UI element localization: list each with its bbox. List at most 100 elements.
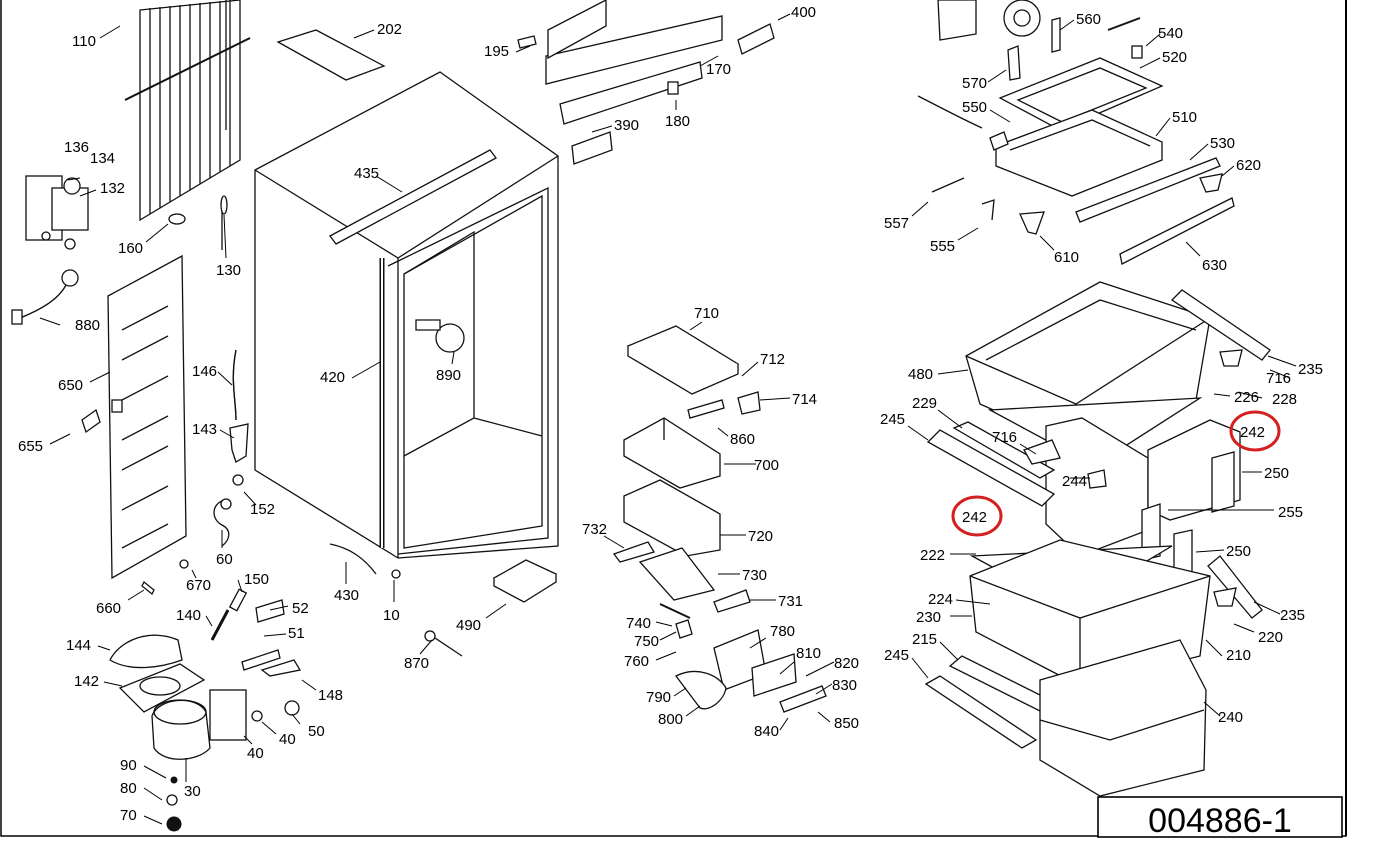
highlight-circle-242-bottom — [951, 495, 1003, 537]
part-label: 555 — [930, 238, 955, 255]
drip-tray-part — [109, 634, 206, 713]
part-label: 670 — [186, 577, 211, 594]
part-label: 50 — [308, 723, 325, 740]
cable-part — [213, 498, 232, 547]
part-label: 620 — [1236, 157, 1261, 174]
part-label: 144 — [66, 637, 91, 654]
part-label: 130 — [216, 262, 241, 279]
pad-part — [492, 559, 558, 603]
part-label: 224 — [928, 591, 953, 608]
part-label: 244 — [1062, 473, 1087, 490]
compressor-part — [151, 689, 247, 832]
part-label: 731 — [778, 593, 803, 610]
part-label: 830 — [832, 677, 857, 694]
part-highlight-circles — [951, 410, 1281, 537]
screwdriver-part — [424, 630, 463, 657]
drawer-assembly-part — [924, 281, 1271, 797]
part-label: 210 — [1226, 647, 1251, 664]
part-label: 530 — [1210, 135, 1235, 152]
part-label: 760 — [624, 653, 649, 670]
part-label: 890 — [436, 367, 461, 384]
part-label: 850 — [834, 715, 859, 732]
pipe-part — [168, 0, 228, 250]
wrench-part — [329, 543, 401, 579]
part-label: 660 — [96, 600, 121, 617]
part-label: 70 — [120, 807, 137, 824]
part-label: 650 — [58, 377, 83, 394]
part-label: 132 — [100, 180, 125, 197]
part-label: 150 — [244, 571, 269, 588]
part-label: 51 — [288, 625, 305, 642]
part-label: 400 — [791, 4, 816, 21]
part-label: 880 — [75, 317, 100, 334]
part-label: 148 — [318, 687, 343, 704]
part-label: 80 — [120, 780, 137, 797]
drain-tube-part — [229, 349, 249, 486]
part-label: 740 — [626, 615, 651, 632]
part-label: 710 — [694, 305, 719, 322]
part-label: 250 — [1226, 543, 1251, 560]
part-label: 655 — [18, 438, 43, 455]
part-label: 712 — [760, 351, 785, 368]
drawing-number: 004886-1 — [1148, 802, 1292, 840]
part-label: 550 — [962, 99, 987, 116]
part-label: 430 — [334, 587, 359, 604]
part-label: 790 — [646, 689, 671, 706]
part-label: 180 — [665, 113, 690, 130]
part-label: 800 — [658, 711, 683, 728]
ice-maker-part — [612, 325, 827, 713]
leader-lines — [39, 13, 1297, 825]
part-label: 720 — [748, 528, 773, 545]
part-label: 228 — [1272, 391, 1297, 408]
part-label: 732 — [582, 521, 607, 538]
control-panel-part — [517, 0, 775, 165]
part-label: 195 — [484, 43, 509, 60]
part-label: 60 — [216, 551, 233, 568]
part-label: 170 — [706, 61, 731, 78]
fan-assembly-part — [937, 0, 1143, 81]
part-label: 160 — [118, 240, 143, 257]
part-label: 52 — [292, 600, 309, 617]
part-label: 557 — [884, 215, 909, 232]
part-label: 229 — [912, 395, 937, 412]
part-label: 222 — [920, 547, 945, 564]
part-label: 136 — [64, 139, 89, 156]
part-label: 714 — [792, 391, 817, 408]
part-label: 235 — [1280, 607, 1305, 624]
part-label: 810 — [796, 645, 821, 662]
condenser-part — [124, 0, 251, 222]
part-label: 435 — [354, 165, 379, 182]
part-label: 235 — [1298, 361, 1323, 378]
part-label: 220 — [1258, 629, 1283, 646]
part-number-labels: 110 136 134 132 160 130 880 650 655 146 … — [18, 4, 1323, 824]
part-label: 560 — [1076, 11, 1101, 28]
part-label: 480 — [908, 366, 933, 383]
part-label: 202 — [377, 21, 402, 38]
part-label: 10 — [383, 607, 400, 624]
drawing-number-box: 004886-1 — [1097, 796, 1343, 840]
part-label: 716 — [992, 429, 1017, 446]
part-label: 146 — [192, 363, 217, 380]
part-label: 90 — [120, 757, 137, 774]
part-label: 420 — [320, 369, 345, 386]
part-label: 820 — [834, 655, 859, 672]
part-label: 630 — [1202, 257, 1227, 274]
part-label: 390 — [614, 117, 639, 134]
part-label: 250 — [1264, 465, 1289, 482]
part-label: 570 — [962, 75, 987, 92]
cabinet-part — [254, 71, 559, 559]
part-label: 226 — [1234, 389, 1259, 406]
thermostat-part — [25, 175, 89, 250]
part-label: 716 — [1266, 370, 1291, 387]
part-label: 242 — [962, 509, 987, 526]
part-label: 700 — [754, 457, 779, 474]
part-label: 110 — [72, 33, 96, 50]
part-label: 140 — [176, 607, 201, 624]
part-label: 730 — [742, 567, 767, 584]
part-label: 860 — [730, 431, 755, 448]
part-label: 242 — [1240, 424, 1265, 441]
part-label: 490 — [456, 617, 481, 634]
part-label: 40 — [247, 745, 264, 762]
back-panel-part — [107, 254, 187, 580]
